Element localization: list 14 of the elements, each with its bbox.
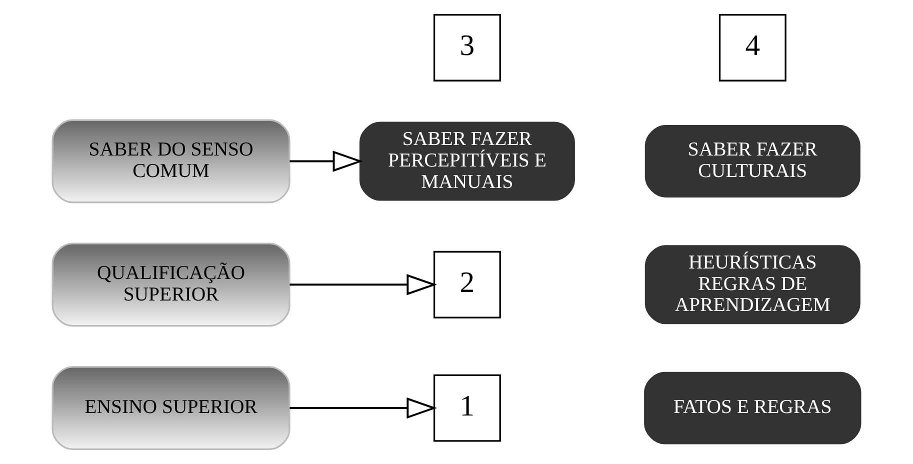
arrow [290,274,437,296]
node-box: SABER FAZER PERCEPITÍVEIS E MANUAIS [359,122,575,201]
node-box: 1 [433,374,501,442]
node-box: 2 [433,250,501,318]
node-box: HEURÍSTICAS REGRAS DE APRENDIZAGEM [644,245,860,324]
node-box: SABER FAZER CULTURAIS [644,125,860,198]
node-box: 3 [433,14,501,82]
node-box: 4 [718,14,786,82]
node-box: QUALIFICAÇÃO SUPERIOR [52,242,290,327]
arrow [290,397,437,419]
node-box: ENSINO SUPERIOR [52,366,290,450]
node-box: SABER DO SENSO COMUM [52,119,290,204]
node-box: FATOS E REGRAS [644,372,862,444]
arrow [290,150,364,172]
